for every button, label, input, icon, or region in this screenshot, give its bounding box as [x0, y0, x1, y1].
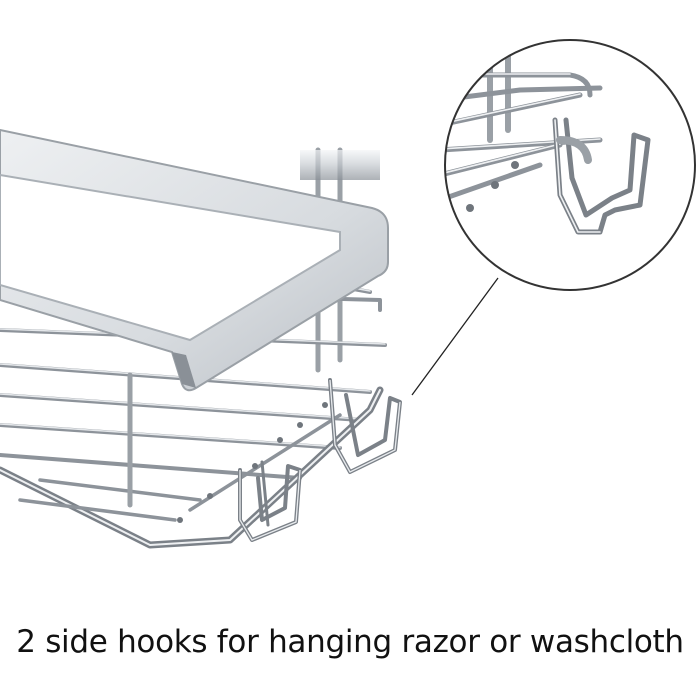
back-post-top: [300, 150, 380, 180]
callout-line: [411, 277, 499, 396]
zoom-inset: [444, 39, 696, 291]
top-bar: [0, 128, 389, 392]
bottom-rail: [0, 386, 384, 549]
floor-wires: [18, 413, 342, 522]
caption: 2 side hooks for hanging razor or washcl…: [16, 624, 684, 660]
wire-tips: [177, 402, 328, 523]
product-illustration: [0, 39, 696, 549]
